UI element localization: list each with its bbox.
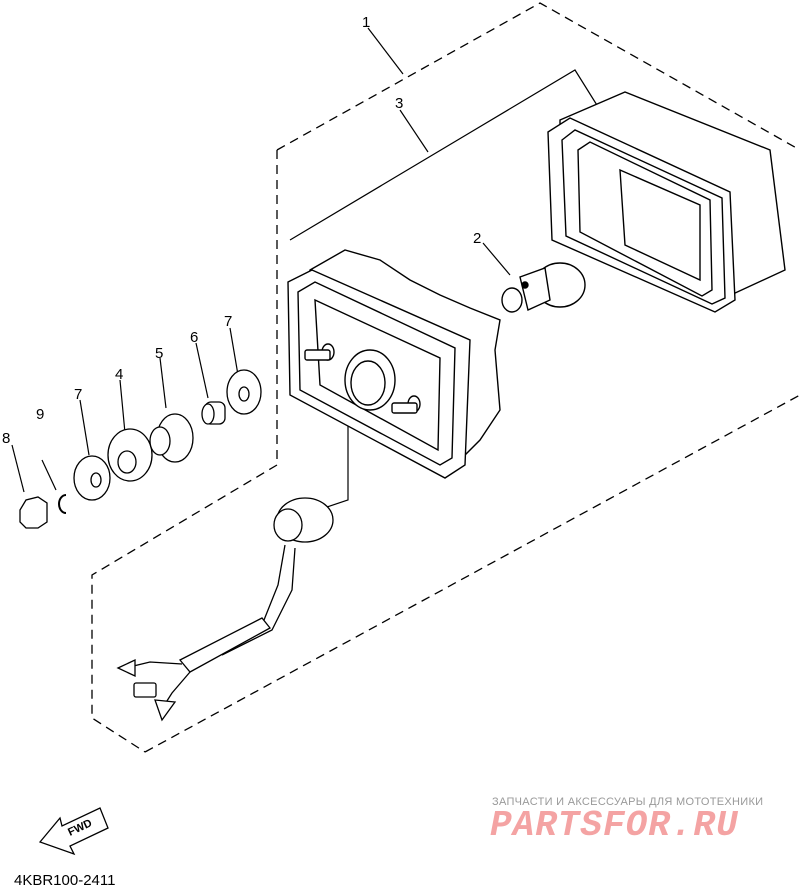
assembly-boundary [91, 2, 800, 753]
callout-2: 2 [473, 230, 481, 247]
part-code: 4KBR100-2411 [14, 872, 115, 888]
callout-6: 6 [190, 329, 198, 346]
callout-4: 4 [115, 366, 123, 383]
fwd-arrow-icon: FWD [38, 807, 109, 856]
callout-7-left: 7 [74, 386, 82, 403]
callout-8: 8 [2, 430, 10, 447]
hardware-stack [19, 369, 262, 529]
socket-harness [116, 497, 334, 722]
bulb [501, 262, 586, 313]
lens-housing [547, 91, 786, 313]
callout-7-right: 7 [224, 313, 232, 330]
watermark-subtitle: ЗАПЧАСТИ И АКСЕССУАРЫ ДЛЯ МОТОТЕХНИКИ [492, 796, 763, 808]
base-housing [287, 249, 501, 479]
watermark-brand: PARTSFOR.RU [490, 805, 739, 846]
callout-3: 3 [395, 95, 403, 112]
callout-1: 1 [362, 14, 370, 31]
callout-5: 5 [155, 345, 163, 362]
leader-lines [11, 27, 601, 511]
callout-numbers: 1 2 3 4 5 6 7 7 8 9 [2, 14, 481, 447]
callout-9: 9 [36, 406, 44, 423]
